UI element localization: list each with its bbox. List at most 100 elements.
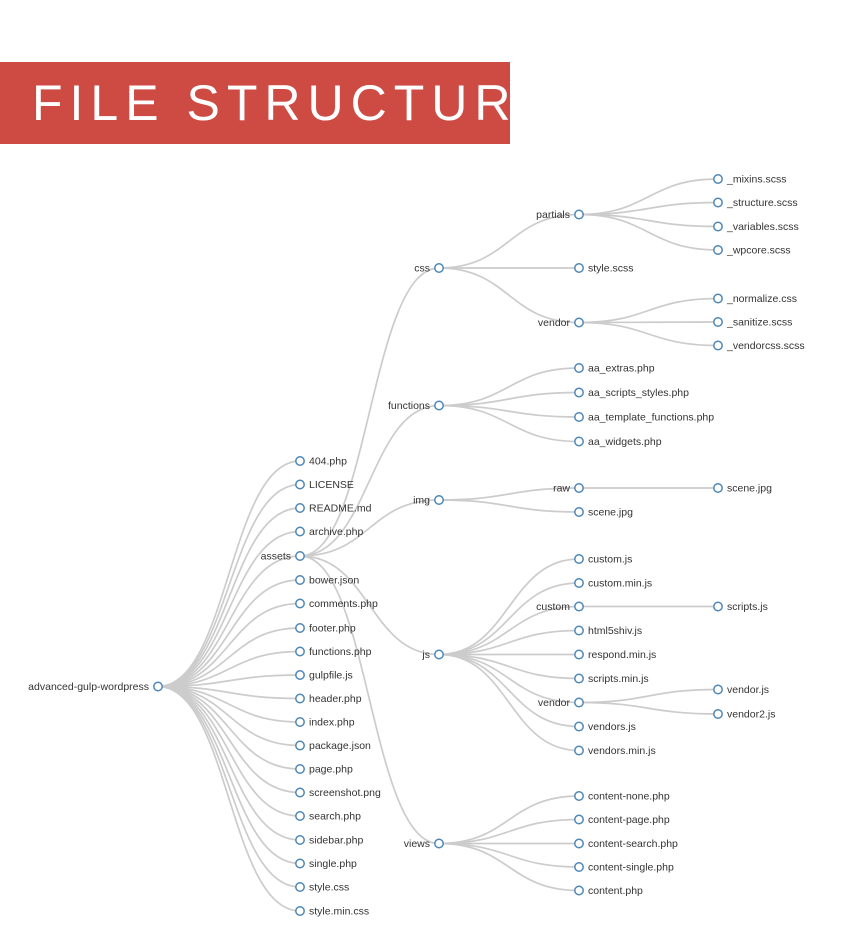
tree-node-label: aa_template_functions.php xyxy=(588,412,714,424)
tree-node-circle-vendor[interactable] xyxy=(574,317,584,328)
tree-node-label: aa_extras.php xyxy=(588,363,655,375)
tree-node-bower.json: bower.json xyxy=(295,575,359,587)
tree-node-circle-content.php[interactable] xyxy=(574,885,584,896)
tree-link xyxy=(157,483,301,688)
tree-node-package.json: package.json xyxy=(295,740,371,752)
tree-node-label: vendor xyxy=(538,697,571,709)
tree-node-circle-search.php[interactable] xyxy=(295,811,305,821)
tree-node-circle-_sanitize.scss[interactable] xyxy=(713,317,723,327)
tree-node-circle-advanced-gulp-wordpress[interactable] xyxy=(153,681,163,692)
tree-node-circle-archive.php[interactable] xyxy=(295,526,305,537)
tree-node-_vendorcss.scss: _vendorcss.scss xyxy=(713,340,805,352)
tree-node-label: content-single.php xyxy=(588,862,674,874)
tree-node-circle-_wpcore.scss[interactable] xyxy=(713,245,723,255)
tree-node-advanced-gulp-wordpress: advanced-gulp-wordpress xyxy=(28,681,163,693)
tree-node-label: _variables.scss xyxy=(726,221,799,233)
tree-node-circle-style.min.css[interactable] xyxy=(295,906,305,916)
tree-node-circle-single.php[interactable] xyxy=(295,858,305,869)
tree-node-circle-content-page.php[interactable] xyxy=(574,814,584,825)
tree-node-circle-vendor[interactable] xyxy=(574,697,584,708)
tree-node-circle-aa_extras.php[interactable] xyxy=(574,363,584,373)
tree-node-circle-views[interactable] xyxy=(434,838,444,849)
tree-node-archive.php: archive.php xyxy=(295,526,363,538)
tree-node-circle-functions.php[interactable] xyxy=(295,646,305,657)
tree-node-circle-header.php[interactable] xyxy=(295,693,305,704)
tree-node-circle-404.php[interactable] xyxy=(295,456,305,466)
tree-node-circle-vendors.min.js[interactable] xyxy=(574,745,584,756)
tree-node-circle-img[interactable] xyxy=(434,495,444,505)
tree-link xyxy=(157,579,301,688)
tree-node-circle-partials[interactable] xyxy=(574,209,584,220)
tree-node-label: search.php xyxy=(309,811,361,823)
tree-node-circle-index.php[interactable] xyxy=(295,717,305,727)
tree-link xyxy=(157,627,301,688)
tree-node-circle-scripts.js[interactable] xyxy=(713,601,723,612)
tree-node-circle-aa_widgets.php[interactable] xyxy=(574,436,584,447)
tree-link xyxy=(578,701,719,715)
tree-node-label: partials xyxy=(536,209,570,221)
tree-node-circle-assets[interactable] xyxy=(295,551,305,561)
tree-node-circle-footer.php[interactable] xyxy=(295,623,305,633)
tree-node-circle-custom[interactable] xyxy=(574,601,584,612)
tree-node-circle-custom.min.js[interactable] xyxy=(574,578,584,588)
tree-node-circle-js[interactable] xyxy=(434,649,444,660)
tree-node-circle-screenshot.png[interactable] xyxy=(295,787,305,798)
tree-node-aa_widgets.php: aa_widgets.php xyxy=(574,436,662,448)
tree-link xyxy=(157,530,301,688)
tree-node-assets: assets xyxy=(261,551,305,563)
tree-node-circle-README.md[interactable] xyxy=(295,503,305,513)
tree-node-circle-package.json[interactable] xyxy=(295,740,305,751)
tree-node-label: html5shiv.js xyxy=(588,625,642,637)
tree-node-circle-_vendorcss.scss[interactable] xyxy=(713,340,723,351)
tree-link xyxy=(578,321,719,347)
tree-node-circle-raw[interactable] xyxy=(574,483,584,493)
tree-node-circle-scripts.min.js[interactable] xyxy=(574,673,584,684)
tree-node-circle-_mixins.scss[interactable] xyxy=(713,174,723,184)
tree-link xyxy=(578,321,719,324)
tree-link xyxy=(157,507,301,688)
tree-link xyxy=(157,555,301,688)
tree-node-circle-_variables.scss[interactable] xyxy=(713,221,723,232)
tree-node-circle-content-search.php[interactable] xyxy=(574,838,584,849)
tree-node-label: scene.jpg xyxy=(727,483,772,495)
tree-node-circle-custom.js[interactable] xyxy=(574,554,584,564)
tree-link xyxy=(438,499,580,513)
tree-node-circle-gulpfile.js[interactable] xyxy=(295,670,305,680)
tree-node-circle-page.php[interactable] xyxy=(295,764,305,774)
tree-node-circle-respond.min.js[interactable] xyxy=(574,649,584,660)
tree-node-aa_template_functions.php: aa_template_functions.php xyxy=(574,412,714,424)
tree-node-scene.jpg: scene.jpg xyxy=(574,507,633,519)
tree-node-label: gulpfile.js xyxy=(309,670,353,682)
tree-node-circle-content-none.php[interactable] xyxy=(574,791,584,801)
tree-node-label: raw xyxy=(553,483,570,495)
tree-node-circle-scene.jpg[interactable] xyxy=(574,507,584,517)
tree-node-circle-scene.jpg[interactable] xyxy=(713,483,723,493)
tree-node-label: css xyxy=(414,263,430,275)
tree-node-circle-comments.php[interactable] xyxy=(295,598,305,609)
tree-node-circle-css[interactable] xyxy=(434,263,444,273)
tree-node-circle-functions[interactable] xyxy=(434,400,444,411)
tree-node-label: vendor.js xyxy=(727,684,769,696)
tree-node-img: img xyxy=(413,495,444,507)
tree-node-circle-bower.json[interactable] xyxy=(295,575,305,585)
tree-node-label: screenshot.png xyxy=(309,787,381,799)
page-banner: FILE STRUCTURE xyxy=(0,62,551,144)
tree-node-label: sidebar.php xyxy=(309,835,363,847)
tree-node-circle-content-single.php[interactable] xyxy=(574,862,584,872)
tree-node-circle-_normalize.css[interactable] xyxy=(713,293,723,304)
tree-node-respond.min.js: respond.min.js xyxy=(574,649,656,661)
tree-node-html5shiv.js: html5shiv.js xyxy=(574,625,642,637)
tree-node-circle-vendor2.js[interactable] xyxy=(713,709,723,719)
tree-node-circle-aa_template_functions.php[interactable] xyxy=(574,412,584,422)
tree-node-label: vendor2.js xyxy=(727,709,775,721)
tree-node-circle-LICENSE[interactable] xyxy=(295,479,305,490)
tree-node-circle-html5shiv.js[interactable] xyxy=(574,625,584,636)
tree-node-label: scripts.js xyxy=(727,601,768,613)
tree-node-circle-aa_scripts_styles.php[interactable] xyxy=(574,387,584,398)
tree-node-circle-vendor.js[interactable] xyxy=(713,684,723,695)
tree-node-circle-style.scss[interactable] xyxy=(574,263,584,273)
tree-node-circle-style.css[interactable] xyxy=(295,882,305,892)
tree-node-circle-sidebar.php[interactable] xyxy=(295,835,305,845)
tree-node-circle-_structure.scss[interactable] xyxy=(713,197,723,208)
tree-node-circle-vendors.js[interactable] xyxy=(574,721,584,732)
